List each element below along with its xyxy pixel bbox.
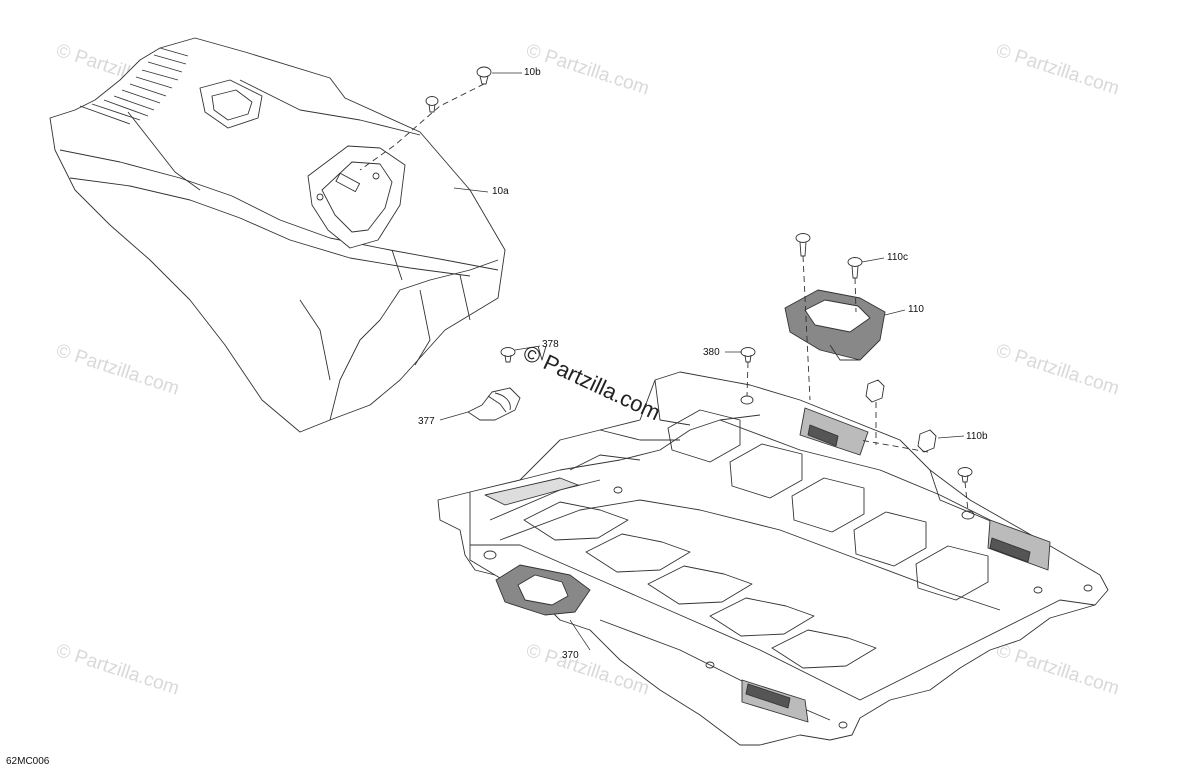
skid-plate bbox=[437, 371, 1109, 746]
callout-10b: 10b bbox=[524, 67, 541, 78]
leader-lines bbox=[439, 72, 965, 651]
callout-377: 377 bbox=[418, 416, 435, 427]
hood-panel bbox=[49, 37, 506, 433]
screw-110c bbox=[795, 233, 863, 279]
install-lines bbox=[746, 255, 969, 512]
callout-110c: 110c bbox=[887, 252, 908, 263]
hood-vent-fins bbox=[79, 47, 189, 125]
clip-378 bbox=[500, 345, 547, 363]
diagram-code: 62MC006 bbox=[6, 756, 50, 767]
screw-380 bbox=[740, 347, 973, 483]
nut-110b bbox=[865, 379, 937, 453]
clip-377 bbox=[467, 387, 521, 421]
callout-110b: 110b bbox=[966, 431, 988, 442]
tie-down-110 bbox=[784, 289, 886, 361]
callout-378: 378 bbox=[542, 339, 559, 350]
callout-370: 370 bbox=[562, 650, 579, 661]
callout-110: 110 bbox=[908, 304, 924, 315]
callout-10a: 10a bbox=[492, 186, 509, 197]
screw-10b bbox=[425, 66, 492, 113]
callout-380: 380 bbox=[703, 347, 720, 358]
